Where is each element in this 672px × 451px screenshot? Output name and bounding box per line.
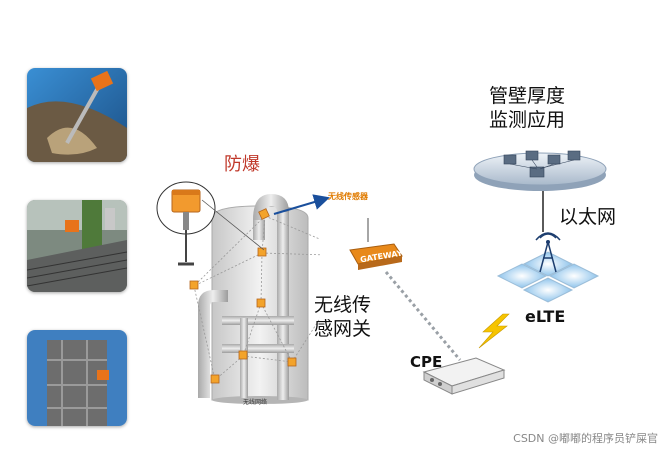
sensor-icon bbox=[287, 357, 297, 367]
sensor-icon bbox=[238, 350, 248, 360]
computer-icon bbox=[525, 150, 539, 161]
photo-2-graphic bbox=[27, 200, 127, 292]
sensor-arrow bbox=[273, 194, 330, 215]
elte-base-station bbox=[496, 232, 600, 303]
sensor-icon bbox=[258, 208, 270, 220]
sensor-icon bbox=[189, 280, 199, 290]
monitoring-server-platform bbox=[473, 150, 607, 191]
elte-label: eLTE bbox=[525, 307, 566, 326]
sensor-icon bbox=[256, 298, 266, 308]
explosion-proof-label: 防爆 bbox=[224, 154, 260, 175]
gateway-cpe-link bbox=[384, 271, 462, 361]
cpe-device bbox=[422, 357, 506, 395]
computer-icon bbox=[547, 154, 561, 165]
lightning-icon bbox=[478, 313, 510, 349]
computer-icon bbox=[503, 154, 517, 165]
photo-pipe-sensor-3 bbox=[27, 330, 127, 426]
photo-pipe-sensor-1 bbox=[27, 68, 127, 162]
photo-3-graphic bbox=[27, 330, 127, 426]
gateway-device bbox=[349, 218, 403, 270]
bubble-connector bbox=[201, 199, 265, 251]
photo-pipe-sensor-2 bbox=[27, 200, 127, 292]
ethernet-link bbox=[542, 190, 544, 232]
cpe-label: CPE bbox=[410, 353, 443, 371]
photo-1-graphic bbox=[27, 68, 127, 162]
app-title: 管壁厚度 监测应用 bbox=[489, 85, 566, 131]
tank-diagram bbox=[189, 194, 320, 404]
watermark: CSDN @嘟嘟的程序员铲屎官 bbox=[513, 432, 658, 445]
wireless-gateway-label: 无线传 感网关 bbox=[314, 294, 372, 340]
wireless-sensor-label: 无线传感器 bbox=[328, 192, 368, 201]
sensor-magnified-bubble bbox=[156, 181, 216, 266]
sensor-icon bbox=[210, 374, 220, 384]
computer-icon bbox=[567, 150, 581, 161]
ethernet-label: 以太网 bbox=[559, 206, 617, 228]
tank-caption: 无线网络 bbox=[243, 399, 268, 406]
